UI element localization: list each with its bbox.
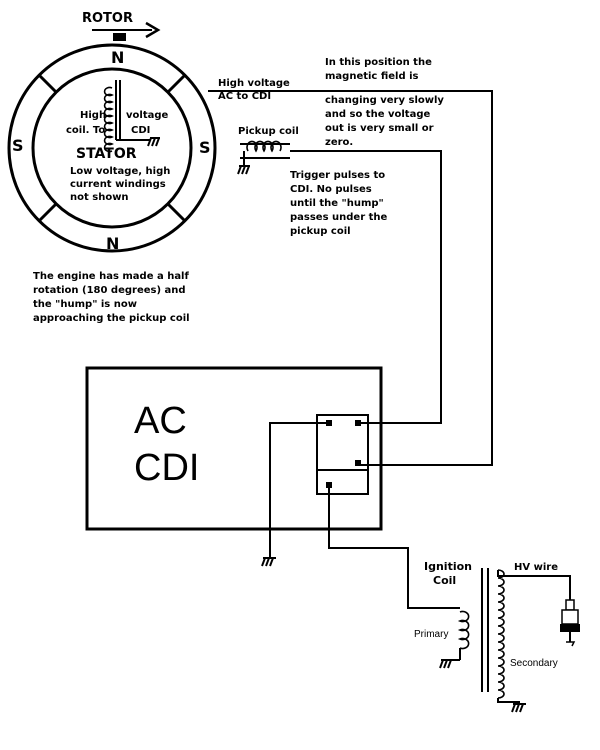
stator-label: STATOR [76, 146, 137, 162]
primary-label: Primary [414, 629, 448, 640]
secondary-winding [497, 569, 505, 699]
hv-ac-wire [208, 90, 493, 466]
engine-note-4: approaching the pickup coil [33, 313, 190, 324]
hv-wire-label: HV wire [514, 562, 558, 573]
rotor-outer-ring [7, 43, 217, 253]
stator-note-3: not shown [70, 192, 129, 203]
spark-plug-icon [560, 599, 580, 647]
stator-note-1: Low voltage, high [70, 166, 170, 177]
engine-note-3: the "hump" is now [33, 299, 137, 310]
trigger-note-1: Trigger pulses to [290, 170, 385, 181]
stator-circle [31, 67, 193, 229]
ground-symbol [439, 659, 454, 669]
pole-n-bottom: N [106, 234, 119, 253]
cdi-label-1: AC [134, 400, 187, 442]
pickup-coil-label: Pickup coil [238, 126, 299, 137]
ground-symbol [237, 165, 250, 175]
stator-note-2: current windings [70, 179, 166, 190]
field-note-4: and so the voltage [325, 109, 430, 120]
hv-coil-label-2: voltage [126, 110, 169, 121]
field-note-1: In this position the [325, 57, 432, 68]
primary-winding [457, 610, 470, 650]
cdi-ground-wire [269, 422, 329, 558]
ignition-coil-label-1: Ignition [424, 560, 472, 573]
ground-symbol [261, 557, 276, 567]
ac-cdi-unit: AC CDI [85, 366, 383, 531]
secondary-label: Secondary [510, 658, 558, 669]
hv-coil-label-3: coil. To [66, 125, 105, 136]
ground-symbol [511, 703, 526, 713]
hv-coil-label-4: CDI [131, 125, 150, 136]
pole-gap-line [38, 74, 59, 95]
rotor-assembly: ROTOR N N S S High voltage coil. To CDI … [7, 11, 217, 253]
hv-ac-label-2: AC to CDI [218, 91, 271, 102]
cdi-terminal-block [316, 414, 369, 495]
hv-coil [103, 80, 160, 153]
field-note-3: changing very slowly [325, 95, 444, 106]
field-note-2: magnetic field is [325, 71, 419, 82]
engine-note-1: The engine has made a half [33, 271, 189, 282]
trigger-note-5: pickup coil [290, 226, 351, 237]
pole-s-right: S [199, 138, 211, 157]
trigger-wire [290, 150, 442, 424]
ignition-coil: Ignition Coil Primary Secondary HV wire [414, 560, 571, 713]
hv-ac-label-1: High voltage [218, 78, 290, 89]
hv-coil-label-1: High [80, 110, 106, 121]
field-note-6: zero. [325, 137, 353, 148]
hv-wire [497, 570, 571, 600]
pole-s-left: S [12, 136, 24, 155]
pole-gap-line [165, 74, 186, 95]
cdi-label-2: CDI [134, 447, 199, 489]
terminal [355, 460, 361, 466]
cdi-output-wire [328, 485, 460, 609]
field-note-5: out is very small or [325, 123, 434, 134]
rotor-label: ROTOR [82, 11, 133, 26]
terminal [355, 420, 361, 426]
pole-gap-line [38, 201, 59, 222]
pole-gap-line [165, 201, 186, 222]
cdi-box [85, 366, 383, 531]
rotor-hump [113, 33, 126, 41]
pole-n-top: N [111, 48, 124, 67]
secondary-ground-wire [497, 698, 520, 703]
engine-note-2: rotation (180 degrees) and [33, 285, 186, 296]
trigger-note-4: passes under the [290, 212, 388, 223]
pickup-coil: Pickup coil [237, 126, 299, 175]
trigger-note-2: CDI. No pulses [290, 184, 372, 195]
ground-symbol [147, 137, 160, 147]
ignition-coil-label-2: Coil [433, 574, 456, 587]
trigger-note-3: until the "hump" [290, 198, 384, 209]
rotor-arrow-head [145, 21, 161, 39]
